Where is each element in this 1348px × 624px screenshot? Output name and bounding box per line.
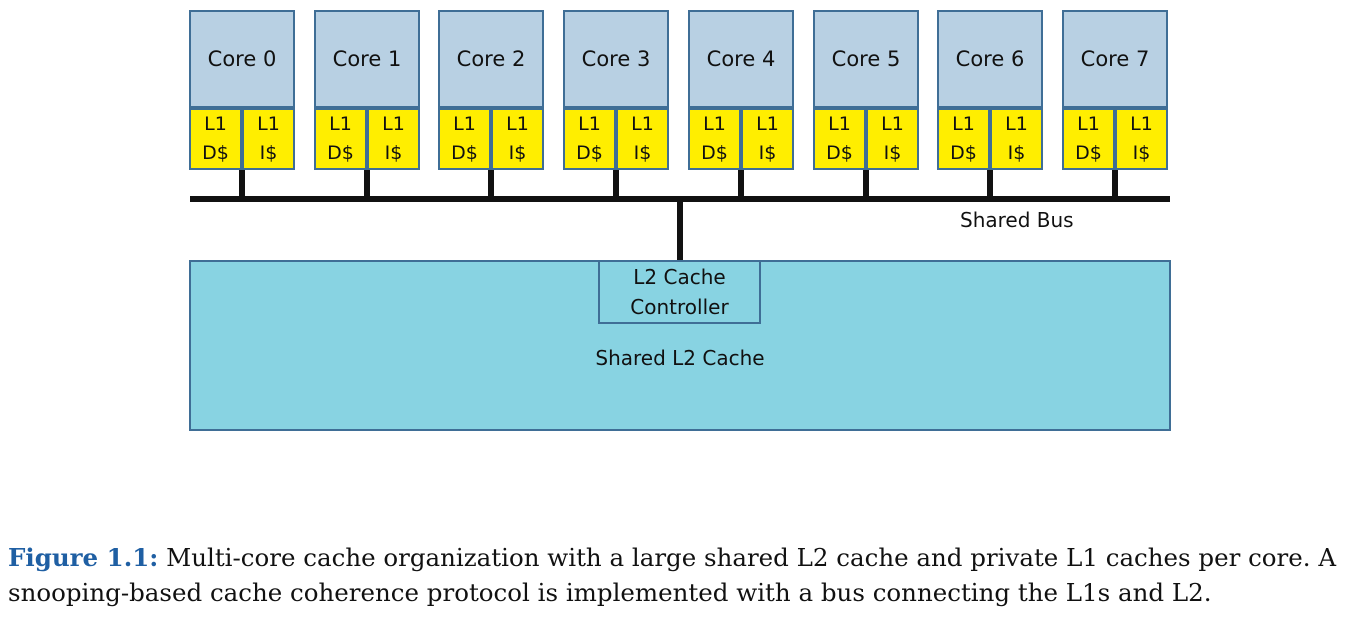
core-label: Core 3 [581,47,651,71]
cache-label-line: I$ [508,142,527,164]
cache-label-line: L1 [257,113,280,135]
cache-label-line: L1 [703,113,726,135]
core-label: Core 4 [706,47,776,71]
cache-label-line: D$ [576,142,603,164]
cache-label-line: D$ [202,142,229,164]
cache-label-line: L1 [453,113,476,135]
cache-label-line: L1 [382,113,405,135]
cache-label-line: L1 [329,113,352,135]
cache-organization-diagram: Shared Bus L2 Cache Controller Shared L2… [189,10,1171,431]
cache-label-line: D$ [950,142,977,164]
cache-label-line: D$ [327,142,354,164]
shared-bus-label: Shared Bus [960,208,1074,232]
shared-l2-cache-box [189,260,1171,431]
cache-label-line: I$ [1132,142,1151,164]
core-label: Core 5 [831,47,901,71]
figure-caption: Figure 1.1: Multi-core cache organizatio… [8,540,1344,610]
cache-label-line: I$ [1007,142,1026,164]
core-label: Core 1 [332,47,402,71]
cache-label-line: L1 [1077,113,1100,135]
cache-label-line: I$ [883,142,902,164]
cache-label-line: I$ [384,142,403,164]
cache-label-line: L1 [506,113,529,135]
cache-label-line: I$ [633,142,652,164]
figure-caption-text: Multi-core cache organization with a lar… [8,543,1337,607]
core-bus-tap-6 [987,170,993,200]
cache-label-line: L1 [1130,113,1153,135]
cache-label-line: D$ [1075,142,1102,164]
figure-caption-label: Figure 1.1: [8,543,159,572]
cache-label-line: L1 [756,113,779,135]
cache-label-line: L1 [631,113,654,135]
core-bus-tap-4 [738,170,744,200]
l2-cache-controller-box: L2 Cache Controller [598,260,761,324]
cache-label-line: D$ [826,142,853,164]
core-box-0: Core 0 [189,10,295,108]
core-label: Core 7 [1080,47,1150,71]
l2-controller-line1: L2 Cache [633,265,726,289]
cache-label-line: L1 [204,113,227,135]
l2-controller-line2: Controller [630,295,729,319]
cache-label-line: D$ [701,142,728,164]
core-bus-tap-2 [488,170,494,200]
core-label: Core 0 [207,47,277,71]
core-box-3: Core 3 [563,10,669,108]
cache-label-line: L1 [578,113,601,135]
core-box-1: Core 1 [314,10,420,108]
core-bus-tap-3 [613,170,619,200]
core-box-4: Core 4 [688,10,794,108]
bus-to-l2-connector [677,199,683,261]
cache-label-line: L1 [881,113,904,135]
core-box-2: Core 2 [438,10,544,108]
core-box-6: Core 6 [937,10,1043,108]
cache-label-line: L1 [952,113,975,135]
core-bus-tap-7 [1112,170,1118,200]
shared-l2-cache-label: Shared L2 Cache [595,346,765,370]
core-bus-tap-0 [239,170,245,200]
cache-label-line: I$ [259,142,278,164]
core-box-7: Core 7 [1062,10,1168,108]
core-bus-tap-1 [364,170,370,200]
core-bus-tap-5 [863,170,869,200]
core-label: Core 6 [955,47,1025,71]
cache-label-line: L1 [1005,113,1028,135]
cache-label-line: I$ [758,142,777,164]
cache-label-line: L1 [828,113,851,135]
core-box-5: Core 5 [813,10,919,108]
cache-label-line: D$ [451,142,478,164]
core-label: Core 2 [456,47,526,71]
